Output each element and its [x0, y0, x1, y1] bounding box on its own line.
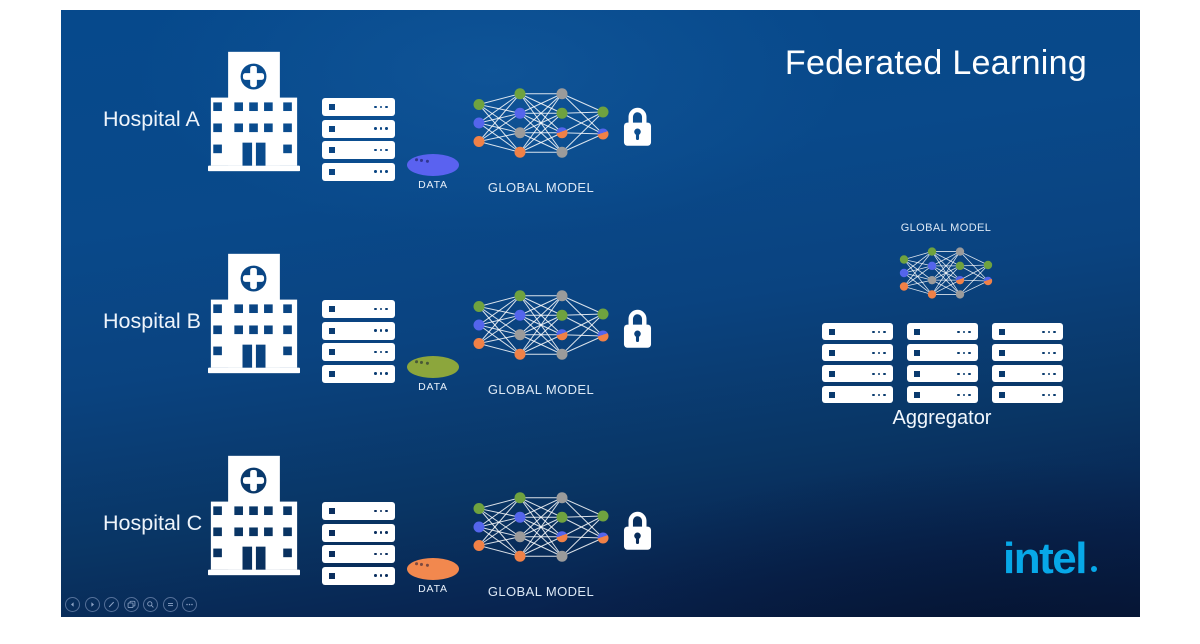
hospital-building-icon: [208, 50, 300, 173]
ellipsis-icon: [186, 603, 193, 606]
aggregator-label: Aggregator: [892, 407, 992, 429]
page: Federated Learning Hospital A DATA: [61, 10, 1140, 617]
previous-slide-button[interactable]: [65, 597, 80, 612]
intel-wordmark: intel: [1003, 534, 1087, 583]
captions-icon: [167, 603, 173, 607]
data-ellipse-dots: [414, 158, 429, 163]
hospital-building-icon: [208, 252, 300, 375]
slide-title: Federated Learning: [784, 44, 1088, 82]
hospital-row-a: Hospital A DATA GLOBAL MODEL: [61, 50, 701, 240]
data-label: DATA: [418, 583, 448, 595]
aggregator-rack-icon: [822, 323, 893, 407]
next-arrow-icon: [90, 602, 94, 607]
data-ellipse: [407, 558, 459, 580]
global-model-label: GLOBAL MODEL: [487, 584, 595, 599]
neural-network-icon: [470, 86, 612, 160]
previous-arrow-icon: [70, 602, 74, 607]
server-rack-icon: [322, 98, 395, 184]
server-rack-icon: [322, 502, 395, 588]
neural-network-icon: [470, 288, 612, 362]
hospital-building-icon: [208, 454, 300, 577]
intel-trademark-dot: [1090, 566, 1097, 572]
magnifier-icon: [147, 601, 154, 608]
data-label: DATA: [418, 179, 448, 191]
hospital-a-label: Hospital A: [103, 107, 200, 131]
slide: Federated Learning Hospital A DATA: [61, 10, 1140, 617]
global-model-label: GLOBAL MODEL: [487, 180, 595, 195]
data-ellipse-dots: [414, 562, 429, 567]
aggregator-model-label: GLOBAL MODEL: [900, 222, 992, 234]
hospital-row-b: Hospital B DATA GLOBAL MODEL: [61, 252, 701, 442]
data-ellipse: [407, 356, 459, 378]
aggregator-network-icon: [896, 243, 996, 303]
data-ellipse-dots: [414, 360, 429, 365]
lock-icon: [623, 305, 652, 350]
all-slides-icon: [127, 600, 135, 608]
aggregator-rack-icon: [907, 323, 978, 407]
intel-logo: intel: [1003, 537, 1097, 581]
next-slide-button[interactable]: [84, 597, 100, 612]
lock-icon: [623, 103, 652, 148]
more-options-button[interactable]: [182, 597, 197, 612]
zoom-button[interactable]: [143, 597, 158, 612]
pen-button[interactable]: [104, 597, 119, 612]
global-model-label: GLOBAL MODEL: [487, 382, 595, 397]
data-label: DATA: [418, 381, 448, 393]
server-rack-icon: [322, 300, 395, 386]
data-ellipse: [407, 154, 459, 176]
captions-button[interactable]: [162, 597, 178, 612]
lock-icon: [623, 507, 652, 552]
hospital-b-label: Hospital B: [103, 309, 201, 333]
neural-network-icon: [470, 490, 612, 564]
presentation-toolbar: [65, 597, 197, 612]
aggregator-rack-icon: [992, 323, 1063, 407]
hospital-c-label: Hospital C: [103, 511, 203, 535]
pen-icon: [108, 601, 115, 608]
all-slides-button[interactable]: [123, 597, 139, 612]
hospital-row-c: Hospital C DATA GLOBAL MODEL: [61, 454, 701, 644]
